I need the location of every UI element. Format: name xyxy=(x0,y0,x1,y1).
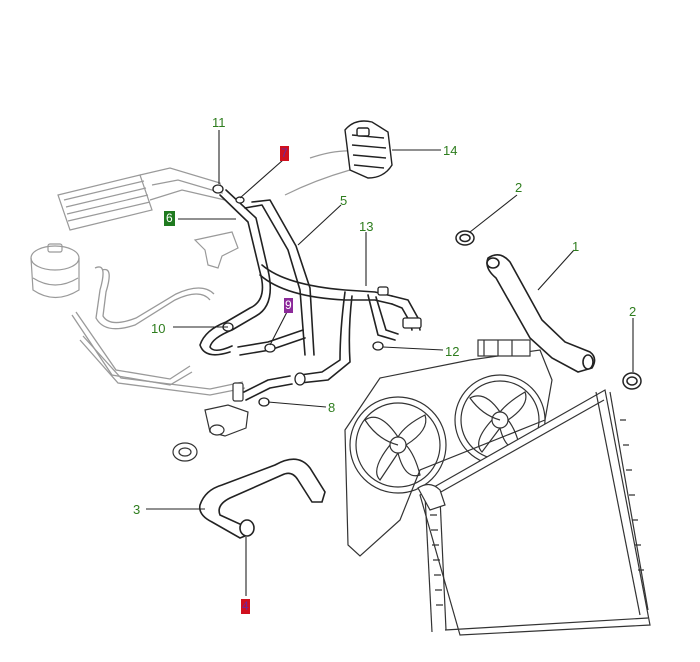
lower-hose xyxy=(198,458,326,539)
connector-bracket xyxy=(344,120,393,179)
background-pipes xyxy=(71,266,246,396)
expansion-tank xyxy=(30,243,80,299)
callout-2-right: 2 xyxy=(629,304,637,319)
cooling-fan-assembly xyxy=(344,339,553,557)
bracket-fitting xyxy=(193,150,361,269)
callout-14: 14 xyxy=(443,143,458,158)
radiator xyxy=(417,389,651,636)
callout-4: 4 xyxy=(241,599,250,614)
callout-8: 8 xyxy=(328,400,336,415)
leader-lines xyxy=(146,130,634,596)
radiator-hose xyxy=(486,254,596,373)
callout-1: 1 xyxy=(572,239,580,254)
callout-7: 7 xyxy=(280,146,289,161)
callout-2-top: 2 xyxy=(515,180,523,195)
callout-3: 3 xyxy=(133,502,141,517)
heater-core xyxy=(57,167,226,231)
hose-assembly xyxy=(199,189,421,401)
callout-12: 12 xyxy=(445,344,460,359)
callout-13: 13 xyxy=(359,219,374,234)
callout-10: 10 xyxy=(151,321,166,336)
callout-9: 9 xyxy=(284,298,293,313)
callout-6: 6 xyxy=(164,211,175,226)
callout-11: 11 xyxy=(212,115,226,130)
hose-clips xyxy=(212,184,422,407)
hose-clamp xyxy=(455,230,642,390)
callout-5: 5 xyxy=(340,193,348,208)
thermostat-housing xyxy=(172,382,249,462)
